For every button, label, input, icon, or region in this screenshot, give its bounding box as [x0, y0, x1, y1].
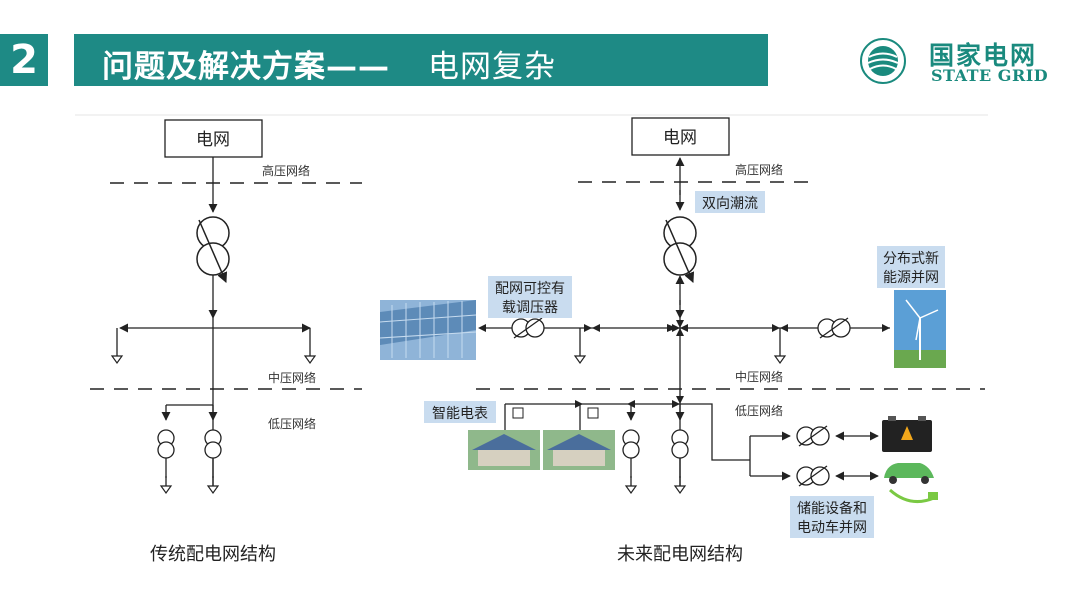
storage-label-2: 电动车并网 — [797, 519, 867, 536]
bidirectional-flow-label: 双向潮流 — [702, 196, 758, 212]
left-hv-label: 高压网络 — [262, 163, 310, 178]
battery-image — [882, 416, 932, 452]
logo-name-en: STATE GRID — [931, 66, 1049, 85]
house-image-1 — [468, 430, 540, 470]
right-grid-box — [631, 117, 730, 156]
left-caption: 传统配电网结构 — [150, 544, 276, 565]
storage-ev-tag — [790, 496, 874, 538]
regulator-tag — [488, 276, 572, 318]
title-bold: 问题及解决方案—— — [102, 49, 390, 85]
storage-label-1: 储能设备和 — [797, 500, 867, 517]
state-grid-logo: 国家电网 STATE GRID — [855, 36, 1055, 86]
left-lv-label: 低压网络 — [268, 416, 316, 431]
regulator-label-2: 载调压器 — [502, 300, 558, 316]
solar-panel-image — [379, 300, 477, 360]
right-grid-label: 电网 — [663, 128, 697, 148]
left-grid-label: 电网 — [196, 130, 230, 150]
bidirectional-flow-tag — [695, 191, 765, 213]
electric-car-image — [884, 463, 938, 504]
left-main-transformer — [196, 216, 230, 283]
smart-meter-tag — [424, 401, 496, 423]
logo-name-cn: 国家电网 — [929, 41, 1038, 70]
regulator-label-1: 配网可控有 — [495, 281, 565, 297]
wind-turbine-image — [894, 290, 946, 368]
right-mv-label: 中压网络 — [735, 369, 783, 384]
title-rest: 电网复杂 — [428, 49, 556, 85]
smart-meter-label: 智能电表 — [432, 406, 488, 422]
smart-meter-icon-2 — [587, 407, 599, 419]
smart-meter-icon-1 — [512, 407, 524, 419]
right-hv-label: 高压网络 — [735, 162, 783, 177]
title-bar: 问题及解决方案—— 电网复杂 — [74, 34, 768, 86]
traditional-network: 电网 高压网络 中压网络 低压网络 传统配电网结构 — [90, 119, 362, 565]
future-network: 电网 高压网络 双向潮流 配网可控有 载调压器 — [379, 117, 985, 565]
left-grid-box — [164, 119, 263, 158]
distributed-label-1: 分布式新 — [883, 251, 939, 267]
distributed-energy-tag — [877, 246, 945, 288]
right-lv-label: 低压网络 — [735, 403, 783, 418]
distributed-label-2: 能源并网 — [883, 270, 939, 286]
right-caption: 未来配电网结构 — [617, 544, 743, 565]
section-number: 2 — [0, 34, 48, 86]
house-image-2 — [543, 430, 615, 470]
left-mv-label: 中压网络 — [268, 370, 316, 385]
right-main-transformer — [663, 216, 697, 283]
state-grid-globe-icon — [860, 38, 906, 84]
